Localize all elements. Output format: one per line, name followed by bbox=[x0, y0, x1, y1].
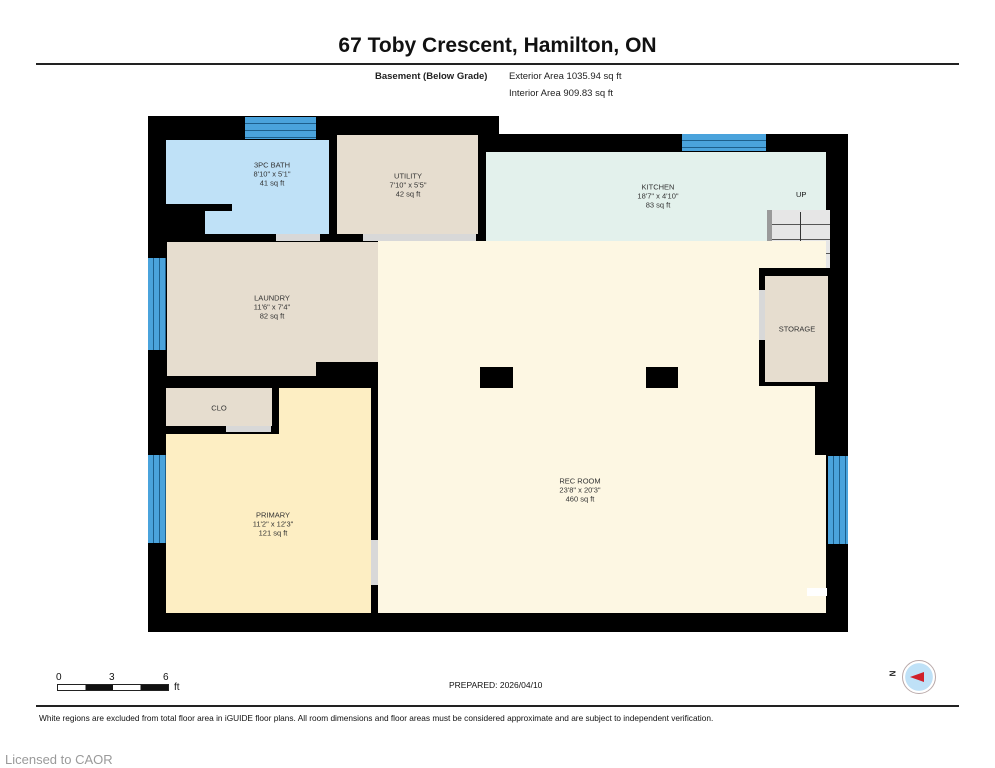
room-rec-room bbox=[378, 241, 826, 613]
window bbox=[148, 455, 166, 543]
wall bbox=[148, 613, 848, 632]
door-bath[interactable] bbox=[276, 234, 320, 241]
disclaimer: White regions are excluded from total fl… bbox=[39, 713, 714, 723]
watermark: Licensed to CAOR bbox=[5, 752, 113, 767]
header-divider bbox=[36, 63, 959, 65]
room-laundry bbox=[167, 242, 378, 376]
door-utility[interactable] bbox=[363, 234, 476, 241]
prepared-date: PREPARED: 2026/04/10 bbox=[449, 680, 543, 690]
room-label-primary: PRIMARY 11'2" x 12'3" 121 sq ft bbox=[252, 510, 294, 538]
stairs-up-label: UP bbox=[796, 190, 807, 199]
room-label-utility: UTILITY 7'10" x 5'5" 42 sq ft bbox=[389, 171, 427, 199]
footer-divider bbox=[36, 705, 959, 707]
wall bbox=[480, 134, 848, 154]
exterior-area: Exterior Area 1035.94 sq ft bbox=[509, 71, 622, 82]
interior-area: Interior Area 909.83 sq ft bbox=[509, 88, 614, 99]
door-storage[interactable] bbox=[759, 290, 765, 340]
window bbox=[148, 258, 166, 350]
window bbox=[245, 117, 316, 139]
door-primary[interactable] bbox=[371, 540, 378, 585]
column bbox=[646, 367, 678, 388]
room-primary bbox=[166, 434, 371, 613]
window bbox=[682, 134, 766, 151]
room-label-kitchen: KITCHEN 18'7" x 4'10" 83 sq ft bbox=[637, 182, 679, 210]
wall bbox=[826, 134, 848, 632]
scale-tick-3: 3 bbox=[109, 672, 115, 683]
room-utility bbox=[337, 135, 478, 234]
compass-icon bbox=[902, 660, 936, 694]
room-label-closet: CLO bbox=[211, 403, 227, 413]
scale-tick-0: 0 bbox=[56, 672, 62, 683]
wall bbox=[148, 116, 167, 632]
compass-north-label: N bbox=[888, 670, 898, 677]
level-name: Basement (Below Grade) bbox=[375, 71, 488, 82]
window bbox=[828, 456, 848, 544]
scale-tick-6: 6 bbox=[163, 672, 169, 683]
column bbox=[480, 367, 513, 388]
scale-unit: ft bbox=[174, 682, 180, 693]
scale-bar bbox=[57, 684, 169, 691]
room-label-rec-room: REC ROOM 23'8" x 20'3" 460 sq ft bbox=[559, 476, 601, 504]
room-label-3pc-bath: 3PC BATH 8'10" x 5'1" 41 sq ft bbox=[253, 160, 291, 188]
room-storage bbox=[765, 276, 828, 382]
room-label-laundry: LAUNDRY 11'6" x 7'4" 82 sq ft bbox=[253, 293, 291, 321]
room-closet bbox=[166, 388, 272, 426]
room-label-storage: STORAGE bbox=[778, 324, 816, 334]
door-closet[interactable] bbox=[226, 426, 271, 432]
page-title: 67 Toby Crescent, Hamilton, ON bbox=[338, 34, 657, 57]
room-3pc-bath bbox=[166, 140, 329, 204]
